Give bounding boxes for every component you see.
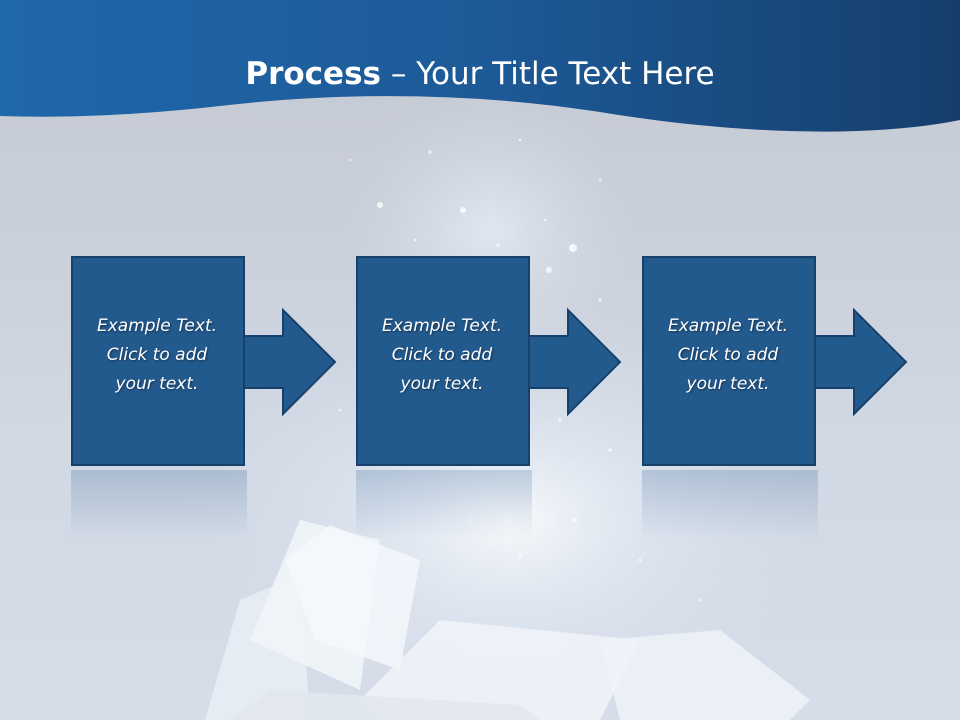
process-step-1[interactable]: Example Text. Click to add your text.: [71, 256, 337, 468]
step-1-reflection: [71, 470, 247, 540]
step-text-line: your text.: [115, 374, 199, 394]
slide-title[interactable]: Process – Your Title Text Here: [0, 52, 960, 96]
right-arrow-icon: [814, 307, 908, 417]
step-text-line: Example Text.: [96, 316, 218, 336]
step-3-shape: [642, 256, 908, 466]
right-arrow-icon: [528, 307, 622, 417]
open-book-image: [205, 520, 810, 720]
step-1-shape: [71, 256, 337, 466]
step-text-line: your text.: [400, 374, 484, 394]
process-step-3[interactable]: Example Text. Click to add your text.: [642, 256, 908, 468]
step-text-line: Click to add: [391, 345, 493, 365]
process-step-2[interactable]: Example Text. Click to add your text.: [356, 256, 622, 468]
step-3-text[interactable]: Example Text. Click to add your text.: [642, 312, 814, 399]
step-2-shape: [356, 256, 622, 466]
sparkles: [338, 138, 702, 602]
step-text-line: Click to add: [677, 345, 779, 365]
step-text-line: Example Text.: [381, 316, 503, 336]
step-1-text[interactable]: Example Text. Click to add your text.: [71, 312, 243, 399]
step-3-reflection: [642, 470, 818, 540]
title-bold-text: Process: [245, 56, 381, 92]
step-text-line: Click to add: [106, 345, 208, 365]
right-arrow-icon: [243, 307, 337, 417]
step-2-text[interactable]: Example Text. Click to add your text.: [356, 312, 528, 399]
step-2-reflection: [356, 470, 532, 540]
step-text-line: your text.: [686, 374, 770, 394]
title-rest-text: – Your Title Text Here: [381, 56, 715, 92]
step-text-line: Example Text.: [667, 316, 789, 336]
